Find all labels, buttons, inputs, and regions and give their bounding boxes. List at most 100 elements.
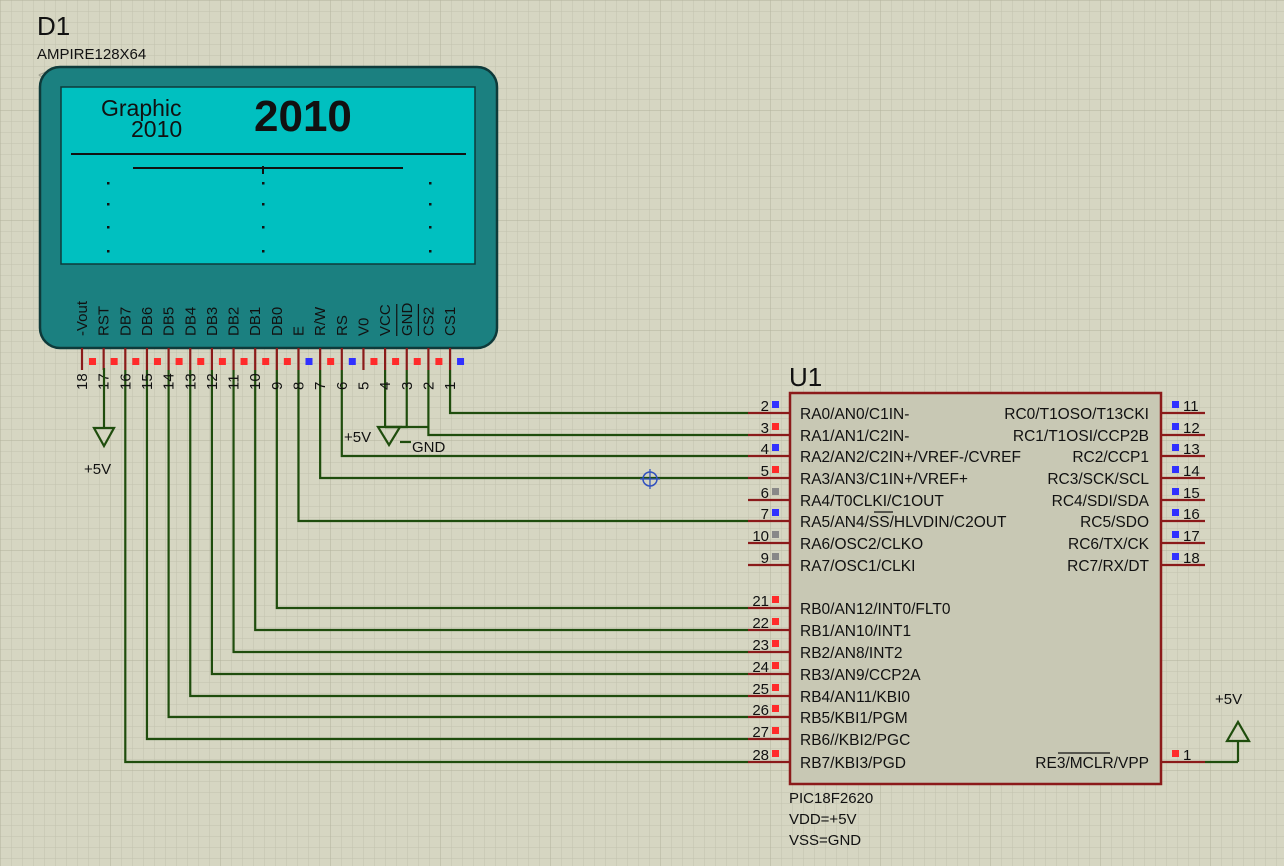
lcd-pin-number: 8 [291,382,308,390]
wire-db6[interactable] [145,370,748,741]
mcu-pin-label: RB0/AN12/INT0/FLT0 [800,601,951,618]
lcd-pin-rw[interactable]: 7R/W [312,306,335,390]
lcd-pin-v0[interactable]: 5V0 [355,318,378,390]
lcd-pin-number: 18 [74,373,91,390]
lcd-pin-e[interactable]: 8E [291,326,313,390]
mcu-pin-number: 1 [1183,747,1191,764]
mcu-pin-number: 26 [752,702,769,719]
mcu-vdd: VDD=+5V [789,811,857,828]
mcu-pin-number: 23 [752,637,769,654]
lcd-pins[interactable]: 18-Vout17RST16DB715DB614DB513DB412DB311D… [74,300,465,391]
lcd-pin-rs[interactable]: 6RS [334,315,356,390]
mcu-pin-number: 13 [1183,441,1200,458]
mcu-pin-label: RB5/KBI1/PGM [800,710,908,727]
wire-db5[interactable] [167,370,748,719]
mcu-pin-number: 17 [1183,528,1200,545]
lcd-pin-label: GND [399,303,416,337]
mcu-pin-label: RB3/AN9/CCP2A [800,667,921,684]
wire-cs1-ra0[interactable] [448,370,748,415]
mcu-pin-label: RC0/T1OSO/T13CKI [1004,406,1149,423]
mcu-pin-rb6[interactable]: 27 RB6//KBI2/PGC [748,724,910,749]
mcu-pin-re3[interactable]: 1 RE3/MCLR/VPP [1035,747,1205,772]
power-terminal-right[interactable]: +5V [1205,691,1251,764]
lcd-pin-number: 10 [247,373,264,390]
wire-db3[interactable] [210,370,748,676]
wire-cs2-ra1[interactable] [427,370,748,437]
lcd-d1[interactable]: D1 AMPIRE128X64 <TEXT> Graphic 2010 2010… [37,11,499,391]
wire-rw-ra3[interactable] [319,370,748,480]
mcu-pin-label: RC5/SDO [1080,514,1149,531]
mcu-pin-label: RB1/AN10/INT1 [800,623,911,640]
lcd-pin-label: CS2 [420,307,437,336]
mcu-pin-number: 9 [761,550,769,567]
wire-db1[interactable] [254,370,748,632]
lcd-pin-db1[interactable]: 10 DB1 [247,307,270,390]
mcu-pin-label: RE3/MCLR/VPP [1035,755,1149,772]
lcd-pin-label: -Vout [74,300,91,336]
wires[interactable] [124,370,749,764]
mcu-pin-number: 6 [761,485,769,502]
wire-db2[interactable] [232,370,748,654]
lcd-pin-label: DB1 [247,307,264,336]
power-terminal-left[interactable]: +5V [84,368,116,478]
wire-db7[interactable] [124,370,748,764]
wire-db4[interactable] [189,370,748,698]
power-terminal-mid[interactable]: +5V GND [344,425,446,456]
mcu-pin-label: RC6/TX/CK [1068,536,1150,553]
mcu-pin-number: 15 [1183,485,1200,502]
mcu-pin-rb5[interactable]: 26 RB5/KBI1/PGM [748,702,908,727]
mcu-pin-rc6[interactable]: 17 RC6/TX/CK [1068,528,1205,553]
mcu-pin-number: 3 [761,420,769,437]
wire-rs-ra2[interactable] [340,370,748,458]
mcu-pin-label: RC1/T1OSI/CCP2B [1013,428,1149,445]
lcd-screen-dots [107,166,432,253]
wire-db0[interactable] [275,370,748,610]
mcu-pin-number: 27 [752,724,769,741]
mcu-pin-number: 12 [1183,420,1200,437]
lcd-pin-label: DB0 [269,307,286,336]
mcu-pin-rc1[interactable]: 12 RC1/T1OSI/CCP2B [1013,420,1205,445]
mcu-body [788,391,1163,786]
mcu-pin-label: RB2/AN8/INT2 [800,645,903,662]
wire-e-ra5[interactable] [297,370,749,523]
mcu-pin-rb2[interactable]: 23 RB2/AN8/INT2 [748,637,903,662]
mcu-pin-label: RB6//KBI2/PGC [800,732,910,749]
gnd-label-mid: GND [412,439,446,456]
mcu-pin-label: RC3/SCK/SCL [1047,471,1149,488]
lcd-pin-vout[interactable]: 18 -Vout [74,300,96,390]
power-label-left: +5V [84,461,111,478]
